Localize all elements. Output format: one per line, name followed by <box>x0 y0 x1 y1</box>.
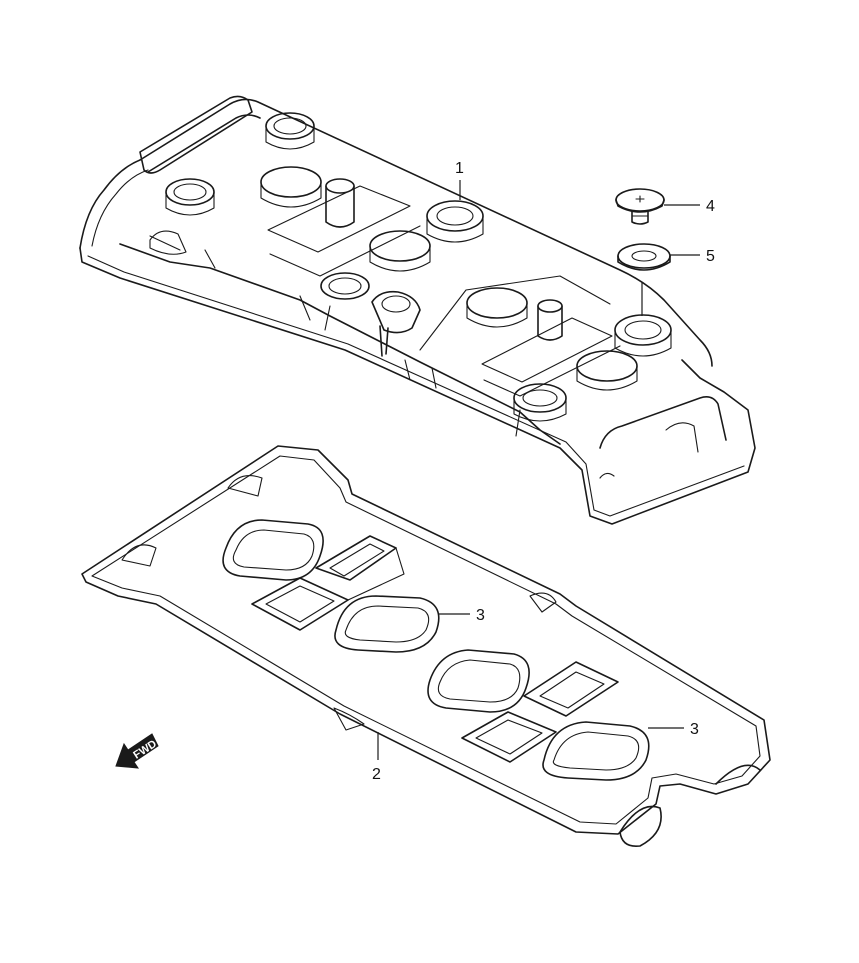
cylinder-head-cover[interactable] <box>79 95 756 525</box>
leader-lines <box>377 180 700 760</box>
head-cover-gasket[interactable] <box>81 445 771 848</box>
callout-2: 2 <box>372 766 381 783</box>
callout-3-front: 3 <box>476 607 485 624</box>
callout-3-rear: 3 <box>690 721 699 738</box>
callout-1: 1 <box>455 160 464 177</box>
callout-4: 4 <box>706 198 715 215</box>
cover-washer[interactable] <box>617 243 671 271</box>
cover-bolt[interactable] <box>615 188 665 225</box>
spark-plug-holes <box>260 166 638 391</box>
plug-hole-gasket-set-front[interactable] <box>222 519 440 653</box>
callout-5: 5 <box>706 248 715 265</box>
plug-hole-gasket-set-rear[interactable] <box>427 649 650 781</box>
fwd-direction-arrow-icon: FWD <box>115 733 159 769</box>
